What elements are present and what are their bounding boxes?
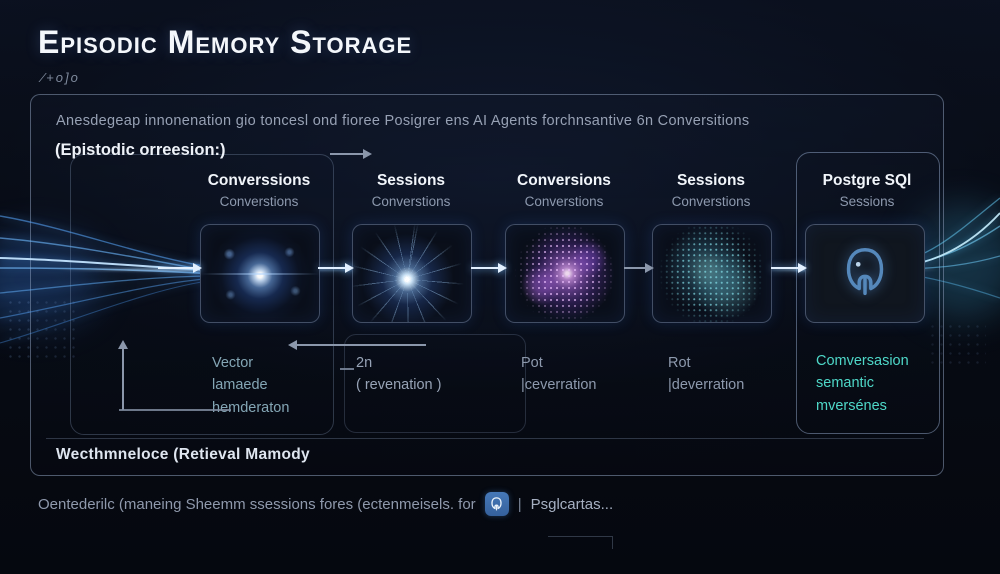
node-subtitle: Converstions [371,194,451,209]
node-subtitle: Converstions [671,194,751,209]
intro-text: Anesdegeap innonenation gio toncesl ond … [56,113,750,129]
node-image-teal-cloud [652,224,772,323]
node-image-light-burst [352,224,472,323]
caption-dash [340,368,354,370]
caption-line: |deverration [668,377,745,394]
node-image-postgres-logo [805,224,925,323]
caption-line: hemderaton [212,399,290,416]
node-header-5: Postgre SQl Sessions [798,172,936,209]
node-subtitle: Converstions [524,194,604,209]
stage-group-box-first [70,154,334,435]
postgres-badge-icon [484,492,509,516]
caption-line: Comversasion [816,353,909,369]
arrow-right-icon [624,262,654,274]
title-scribble: ⁄+o]o [42,70,80,85]
arrow-right-icon [158,262,202,274]
glow-sphere-graphic [201,225,319,322]
node-title: Sessions [676,172,746,189]
connector-line [119,409,231,411]
caption-line: Rot [668,355,691,371]
node-subtitle: Sessions [839,194,895,209]
teal-particle-graphic [653,225,771,322]
caption-line: semantic [816,375,875,392]
postgres-elephant-icon [806,225,924,322]
caption-line: ( revenation ) [356,377,442,394]
caption-line: 2n [356,355,373,371]
arrow-right-icon [471,262,507,274]
node-header-4: Sessions Converstions [646,172,776,209]
arrow-right-icon [318,262,354,274]
caption-line: mversénes [816,397,887,414]
node-subtitle: Converstions [219,194,299,209]
arrow-right-icon [771,262,807,274]
page-title: Episodic Memory Storage [38,24,413,60]
node-caption-1: Vector lamaede hemderaton [212,352,289,419]
purple-particle-graphic [506,225,624,322]
node-title: Sessions [376,172,446,189]
footer-caption: Oentederilc (maneing Sheemm ssessions fo… [38,492,613,516]
caption-group-box [344,334,526,433]
node-caption-4: Rot |deverration [668,352,744,397]
node-title: Converssions [207,172,311,189]
node-caption-3: Pot |ceverration [521,352,597,397]
panel-divider [46,438,924,439]
arrow-up-icon [117,340,129,410]
corner-line [548,536,613,549]
footer-brand: Psglcartas... [530,495,614,513]
node-image-glow-sphere [200,224,320,323]
light-burst-graphic [353,225,471,322]
node-title: Postgre SQl [822,172,912,189]
panel-footer-label: Wecthmneloce (Retieval Mamody [56,446,310,463]
caption-line: lamaede [212,377,268,394]
node-title: Conversions [517,172,611,189]
section-label: (Epistodic orreesion:) [55,141,226,159]
caption-line: Pot [521,355,543,371]
node-caption-5: Comversasion semantic mversénes [816,350,909,417]
stage-group-box-last [796,152,940,434]
node-caption-2: 2n ( revenation ) [356,352,441,397]
caption-line: Vector [212,355,254,371]
footer-text: Oentederilc (maneing Sheemm ssessions fo… [38,495,476,513]
node-header-1: Converssions Converstions [192,172,326,209]
node-header-2: Sessions Converstions [346,172,476,209]
arrow-right-icon [330,148,372,160]
caption-line: |ceverration [521,377,597,394]
node-image-purple-cloud [505,224,625,323]
arrow-left-icon [288,339,426,351]
node-header-3: Conversions Converstions [499,172,629,209]
footer-separator: | [517,495,522,513]
